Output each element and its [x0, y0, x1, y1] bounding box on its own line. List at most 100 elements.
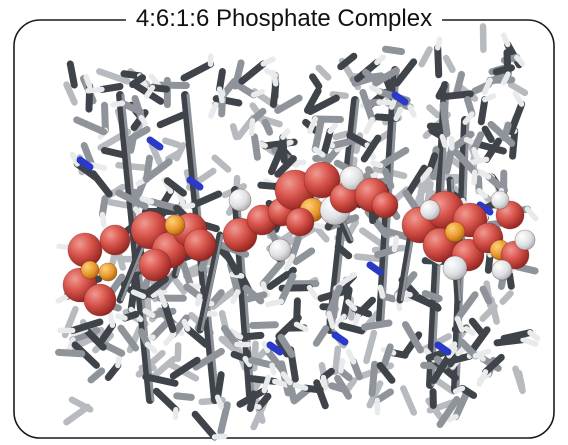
bond-stick: [474, 168, 492, 180]
bond-stick: [85, 86, 105, 94]
bond-stick: [109, 273, 126, 294]
bond-stick: [454, 291, 479, 323]
oxygen-atom: [303, 161, 341, 199]
bond-stick: [503, 49, 512, 78]
bond-stick: [163, 331, 177, 346]
bond-stick: [448, 130, 475, 153]
bond-stick: [333, 159, 350, 172]
bond-stick: [393, 58, 418, 87]
bond-stick: [306, 284, 319, 300]
bond-stick: [83, 74, 93, 90]
bond-stick: [454, 315, 465, 333]
bond-stick: [217, 401, 231, 435]
bond-stick: [250, 88, 265, 98]
bond-stick: [216, 86, 225, 104]
bond-stick: [426, 104, 441, 119]
bond-stick: [280, 371, 293, 386]
bond-stick: [325, 284, 343, 318]
bond-stick: [192, 347, 225, 371]
bond-stick: [218, 335, 238, 353]
bond-stick: [138, 114, 148, 127]
bond-stick: [471, 169, 478, 186]
bond-stick: [482, 353, 505, 376]
bond-stick: [418, 46, 433, 68]
bond-stick: [246, 390, 258, 412]
bond-stick: [127, 277, 139, 314]
bond-stick: [144, 341, 158, 354]
bond-stick: [306, 94, 340, 116]
bond-stick: [424, 180, 434, 206]
phosphorus-atom: [98, 262, 118, 282]
bond-stick: [265, 298, 284, 308]
bond-stick: [374, 113, 400, 122]
ligand-sticks: [55, 23, 541, 441]
bond-stick: [73, 116, 108, 136]
bond-stick: [279, 133, 288, 164]
bond-stick: [162, 137, 181, 148]
bond-stick: [401, 321, 424, 354]
bond-stick: [163, 177, 187, 197]
bond-stick: [115, 353, 123, 369]
bond-stick: [275, 337, 291, 358]
hydrogen-atom: [442, 255, 468, 281]
bond-stick: [209, 286, 238, 311]
bond-stick: [76, 156, 94, 171]
bond-stick: [312, 325, 330, 347]
bond-stick: [157, 289, 168, 308]
bond-stick: [477, 96, 489, 126]
bond-stick: [507, 100, 526, 136]
oxygen-atom: [138, 248, 172, 282]
bond-stick: [483, 137, 503, 163]
bond-stick: [368, 84, 383, 95]
bond-stick: [242, 284, 265, 305]
bond-stick: [468, 317, 485, 337]
bond-stick: [439, 133, 448, 148]
bond-stick: [420, 166, 433, 182]
bond-stick: [439, 90, 474, 101]
bond-stick: [320, 374, 328, 391]
bond-stick: [436, 396, 461, 428]
bond-stick: [462, 111, 475, 125]
bond-stick: [211, 433, 228, 440]
bond-stick: [293, 321, 309, 332]
bond-stick: [148, 73, 162, 88]
bond-stick: [69, 318, 104, 335]
bond-stick: [374, 246, 398, 259]
bond-stick: [332, 130, 350, 141]
bond-stick: [406, 291, 441, 311]
bond-stick: [391, 91, 409, 106]
bond-stick: [101, 147, 128, 159]
bond-stick: [400, 238, 414, 302]
bond-stick: [470, 156, 490, 165]
bond-stick: [269, 362, 277, 376]
oxygen-atom: [285, 207, 315, 237]
bond-stick: [116, 91, 154, 404]
oxygen-atom: [83, 283, 117, 317]
bond-stick: [479, 285, 493, 305]
bond-stick: [260, 56, 276, 67]
bond-stick: [476, 369, 489, 387]
bond-stick: [520, 336, 539, 347]
bond-stick: [230, 289, 241, 305]
bond-stick: [180, 60, 215, 82]
bond-stick: [101, 341, 126, 357]
hydrogen-atom: [491, 259, 513, 281]
bond-stick: [396, 236, 414, 304]
bond-stick: [442, 54, 456, 74]
bond-stick: [139, 275, 169, 300]
bond-stick: [469, 326, 491, 353]
bond-stick: [115, 189, 149, 210]
bond-stick: [127, 136, 137, 154]
bond-stick: [292, 382, 309, 391]
bond-stick: [303, 87, 322, 114]
bond-stick: [143, 154, 154, 183]
bond-stick: [512, 365, 526, 395]
bond-stick: [476, 201, 494, 216]
bond-stick: [200, 233, 224, 332]
bond-stick: [499, 290, 514, 305]
bond-stick: [426, 122, 448, 131]
bond-stick: [249, 321, 279, 329]
bond-stick: [80, 142, 96, 169]
bond-stick: [71, 341, 100, 369]
bond-stick: [148, 142, 164, 167]
